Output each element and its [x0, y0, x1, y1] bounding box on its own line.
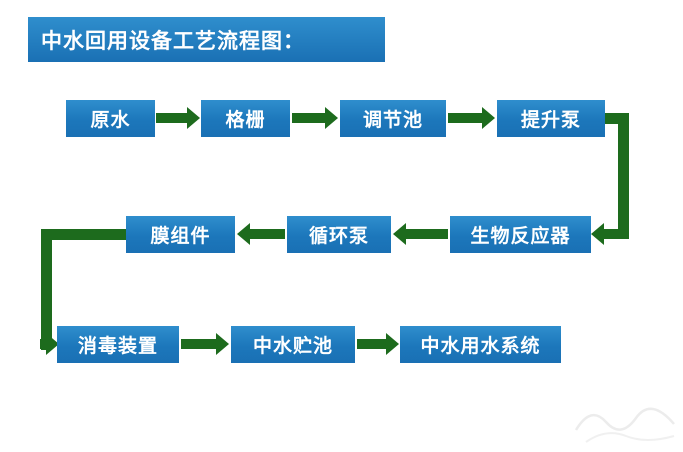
arrow-head-icon [237, 223, 250, 245]
connector-lift-pump-vertical [618, 113, 629, 239]
node-reclaimed-water-use-system: 中水用水系统 [400, 326, 561, 363]
connector-membrane-vertical [41, 229, 52, 350]
arrow-raw-water-to-grid [156, 107, 200, 129]
arrow-head-icon [482, 107, 495, 129]
node-bioreactor-label: 生物反应器 [470, 226, 571, 247]
arrow-into-disinfection [40, 333, 59, 355]
connector-lift-pump-horizontal [605, 113, 629, 124]
node-regulating-tank-label: 调节池 [362, 110, 423, 131]
node-raw-water-label: 原水 [90, 110, 131, 131]
arrow-shaft [156, 113, 189, 123]
node-membrane-module-label: 膜组件 [150, 226, 211, 247]
node-raw-water: 原水 [66, 100, 155, 137]
arrow-into-bioreactor [591, 223, 629, 245]
node-screen-grid: 格栅 [201, 100, 290, 137]
arrow-head-icon [591, 223, 604, 245]
node-lift-pump-label: 提升泵 [520, 110, 581, 131]
node-circulating-pump: 循环泵 [287, 216, 391, 253]
arrow-regulating-tank-to-lift-pump [448, 107, 495, 129]
node-reclaimed-water-use-system-label: 中水用水系统 [420, 336, 541, 357]
node-lift-pump: 提升泵 [497, 100, 605, 137]
node-reclaimed-water-storage-label: 中水贮池 [252, 336, 333, 357]
connector-membrane-horizontal [52, 229, 126, 240]
arrow-shaft [181, 339, 218, 349]
arrow-shaft [248, 229, 285, 239]
arrow-shaft [404, 229, 448, 239]
arrow-shaft [448, 113, 484, 123]
arrow-bioreactor-to-circulating-pump [393, 223, 448, 245]
node-membrane-module: 膜组件 [126, 216, 235, 253]
arrow-shaft [40, 339, 48, 349]
diagram-title-text: 中水回用设备工艺流程图： [41, 29, 305, 53]
arrow-shaft [292, 113, 327, 123]
watermark [574, 407, 675, 443]
arrow-head-icon [393, 223, 406, 245]
arrow-shaft [357, 339, 388, 349]
node-disinfection-unit: 消毒装置 [57, 326, 179, 363]
arrow-head-icon [46, 333, 59, 355]
arrow-head-icon [187, 107, 200, 129]
arrow-storage-to-use-system [357, 333, 399, 355]
arrow-head-icon [325, 107, 338, 129]
node-regulating-tank: 调节池 [340, 100, 446, 137]
arrow-head-icon [216, 333, 229, 355]
diagram-title: 中水回用设备工艺流程图： [28, 17, 385, 62]
arrow-disinfection-to-storage [181, 333, 229, 355]
node-circulating-pump-label: 循环泵 [308, 226, 369, 247]
node-disinfection-unit-label: 消毒装置 [77, 336, 158, 357]
arrow-circulating-pump-to-membrane [237, 223, 285, 245]
node-reclaimed-water-storage: 中水贮池 [231, 326, 355, 363]
node-bioreactor: 生物反应器 [450, 216, 591, 253]
arrow-shaft [602, 229, 629, 239]
arrow-grid-to-regulating-tank [292, 107, 338, 129]
node-screen-grid-label: 格栅 [225, 110, 266, 131]
arrow-head-icon [386, 333, 399, 355]
